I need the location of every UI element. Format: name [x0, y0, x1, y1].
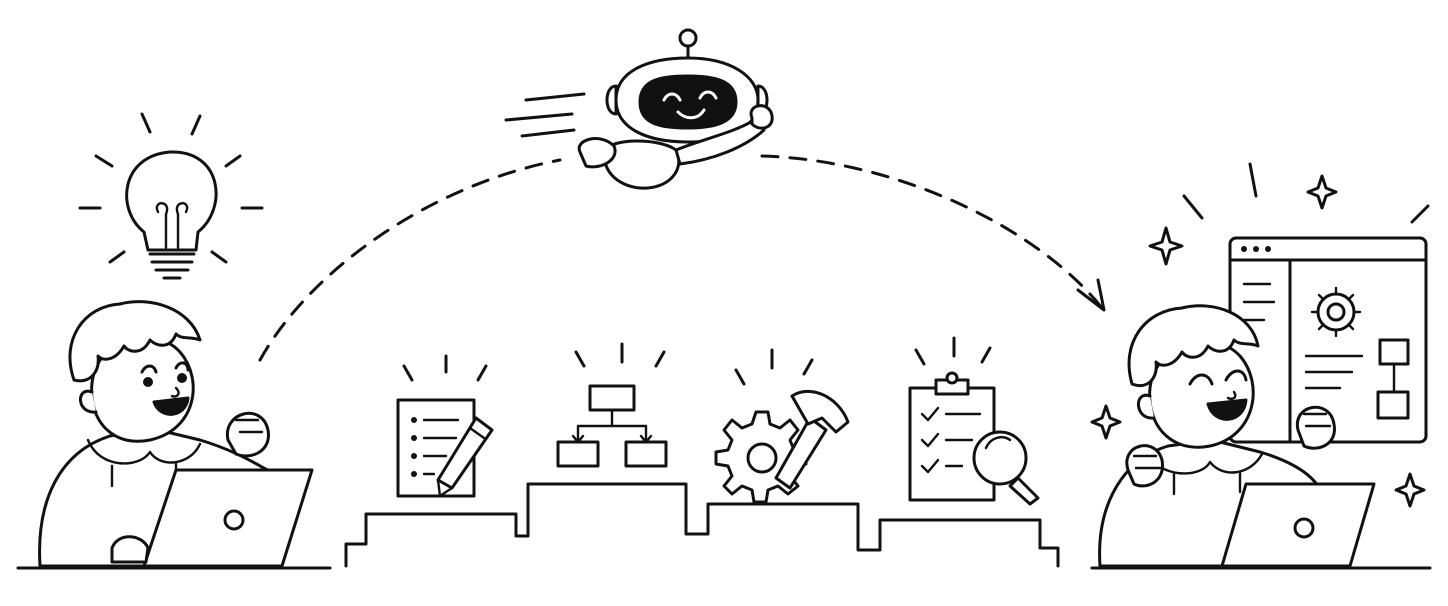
dashed-arc-arrow: [258, 154, 1106, 362]
flowchart-icon: [556, 342, 668, 468]
robot-icon: [504, 28, 774, 190]
app-window-icon: [1228, 236, 1428, 444]
lightbulb-icon: [78, 112, 264, 280]
happy-person: [1098, 304, 1376, 568]
person-with-idea: [38, 300, 314, 568]
sparkle-icons: [1090, 162, 1430, 508]
gear-hammer-icon: [714, 348, 850, 504]
checklist-pencil-icon: [396, 354, 494, 498]
staircase: [344, 482, 1060, 568]
clipboard-magnifier-icon: [908, 336, 1040, 506]
